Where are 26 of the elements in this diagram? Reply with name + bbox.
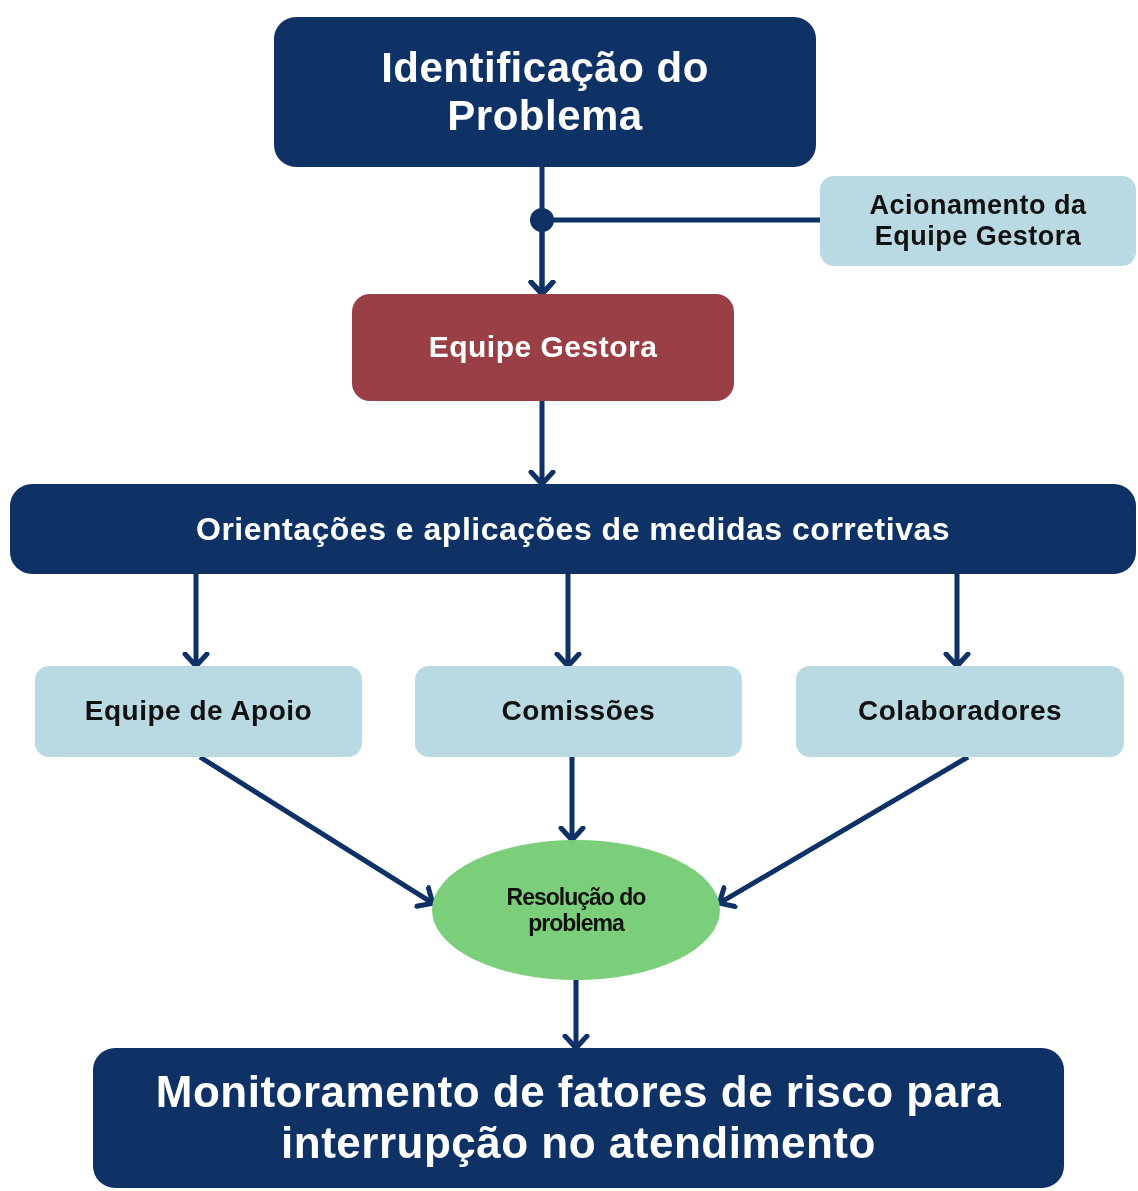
process-box bbox=[796, 666, 1124, 757]
box-label: Orientações e aplicações de medidas corretivas bbox=[196, 510, 950, 548]
box-label: Acionamento da Equipe Gestora bbox=[868, 189, 1088, 253]
arrow bbox=[198, 754, 436, 909]
arrow bbox=[554, 574, 582, 669]
box-label: Equipe de Apoio bbox=[84, 695, 313, 728]
process-box bbox=[93, 1048, 1064, 1188]
arrow bbox=[562, 980, 590, 1051]
box-label: Colaboradores bbox=[857, 695, 1063, 728]
box-label: Comissões bbox=[501, 695, 656, 728]
arrow bbox=[943, 574, 971, 669]
box-label: Resolução do problema bbox=[505, 883, 647, 937]
box-label: Monitoramento de fatores de risco para interrupção no atendimento bbox=[154, 1067, 1003, 1169]
arrow bbox=[716, 754, 970, 909]
process-box bbox=[10, 484, 1136, 574]
arrow bbox=[558, 757, 586, 843]
process-box bbox=[820, 176, 1136, 266]
arrow bbox=[182, 574, 210, 669]
process-box bbox=[352, 294, 734, 401]
arrow bbox=[528, 217, 820, 297]
arrow bbox=[528, 401, 556, 487]
process-box bbox=[35, 666, 362, 757]
process-box bbox=[415, 666, 742, 757]
box-label: Equipe Gestora bbox=[428, 330, 658, 365]
process-box bbox=[274, 17, 816, 167]
box-label: Identificação do Problema bbox=[380, 43, 710, 141]
